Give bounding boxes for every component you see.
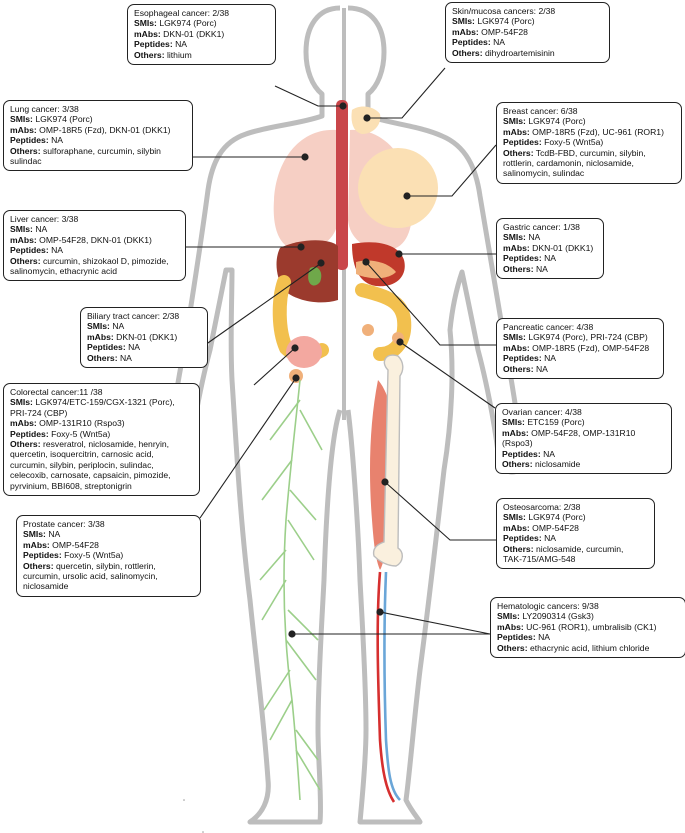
- box-pancreatic: Pancreatic cancer: 4/38 SMIs: LGK974 (Po…: [496, 318, 664, 380]
- box-title: Liver cancer: 3/38: [10, 214, 79, 224]
- body-outline-right: [345, 5, 525, 825]
- body-outline-left: [164, 5, 343, 825]
- box-biliary: Biliary tract cancer: 2/38 SMIs: NA mAbs…: [80, 307, 208, 369]
- box-breast: Breast cancer: 6/38 SMIs: LGK974 (Porc) …: [496, 102, 682, 184]
- box-title: Breast cancer: 6/38: [503, 106, 578, 116]
- intestine-right: [355, 283, 412, 361]
- box-title: Lung cancer: 3/38: [10, 104, 79, 114]
- speck-mark: [183, 799, 185, 801]
- box-title: Gastric cancer: 1/38: [503, 222, 580, 232]
- lymphatic-network: [259, 379, 323, 801]
- box-lung: Lung cancer: 3/38 SMIs: LGK974 (Porc) mA…: [3, 100, 193, 172]
- box-title: Osteosarcoma: 2/38: [503, 502, 581, 512]
- box-prostate: Prostate cancer: 3/38 SMIs: NA mAbs: OMP…: [16, 515, 201, 597]
- breast-shape: [358, 148, 438, 228]
- box-title: Ovarian cancer: 4/38: [502, 407, 582, 417]
- box-esophageal: Esophageal cancer: 2/38 SMIs: LGK974 (Po…: [127, 4, 276, 66]
- box-skin: Skin/mucosa cancers: 2/38 SMIs: LGK974 (…: [445, 2, 610, 64]
- ovary: [362, 324, 374, 336]
- box-title: Hematologic cancers: 9/38: [497, 601, 599, 611]
- lung-left: [273, 129, 338, 250]
- box-osteosarcoma: Osteosarcoma: 2/38 SMIs: LGK974 (Porc) m…: [496, 498, 655, 570]
- box-title: Esophageal cancer: 2/38: [134, 8, 230, 18]
- vein: [383, 571, 401, 801]
- bladder: [286, 336, 322, 368]
- leader-lines: [186, 67, 497, 638]
- box-liver: Liver cancer: 3/38 SMIs: NA mAbs: OMP-54…: [3, 210, 186, 282]
- box-title: Prostate cancer: 3/38: [23, 519, 105, 529]
- box-colorectal: Colorectal cancer:11 /38 SMIs: LGK974/ET…: [3, 383, 200, 497]
- liver-left: [276, 240, 338, 303]
- esophagus: [336, 100, 348, 270]
- box-gastric: Gastric cancer: 1/38 SMIs: NA mAbs: DKN-…: [496, 218, 604, 280]
- box-title: Colorectal cancer:11 /38: [10, 387, 103, 397]
- box-title: Skin/mucosa cancers: 2/38: [452, 6, 556, 16]
- box-title: Biliary tract cancer: 2/38: [87, 311, 180, 321]
- box-title: Pancreatic cancer: 4/38: [503, 322, 594, 332]
- gallbladder: [308, 266, 322, 286]
- speck-mark: [202, 831, 204, 833]
- femur: [372, 354, 404, 567]
- box-hematologic: Hematologic cancers: 9/38 SMIs: LY209031…: [490, 597, 685, 659]
- box-ovarian: Ovarian cancer: 4/38 SMIs: ETC159 (Porc)…: [495, 403, 672, 475]
